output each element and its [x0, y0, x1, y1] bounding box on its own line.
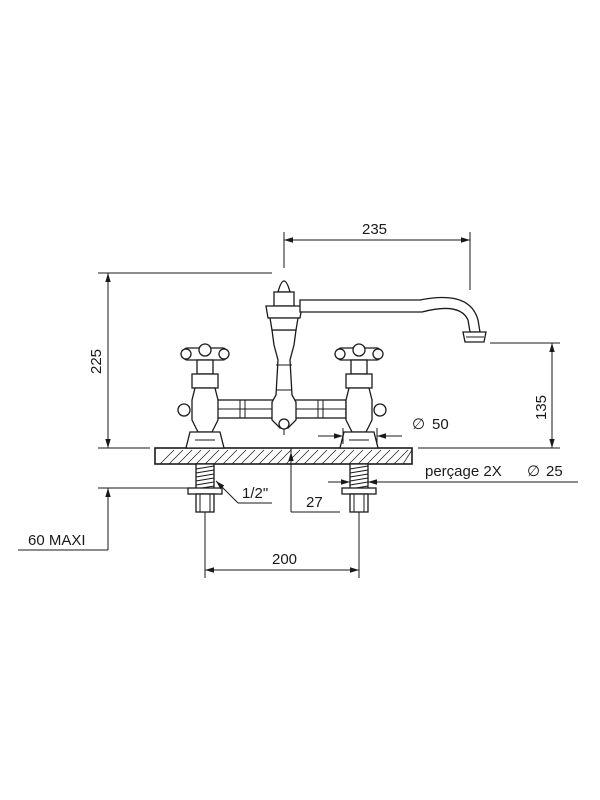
faucet-body [215, 280, 487, 435]
left-valve [177, 343, 230, 513]
offset-label: 27 [306, 494, 323, 511]
dimension-drilling: perçage 2X ∅ 25 [328, 463, 578, 485]
spout-reach-label: 235 [362, 221, 387, 238]
dimension-spout-height: 135 [418, 342, 560, 449]
base-diameter-symbol: ∅ [412, 416, 425, 433]
centers-label: 200 [272, 551, 297, 568]
drilling-label: perçage 2X [425, 463, 502, 480]
dimension-offset: 27 [288, 448, 340, 513]
total-height-label: 225 [88, 349, 105, 374]
drilling-diameter-symbol: ∅ [527, 463, 540, 480]
dimension-base-diameter: ∅ 50 [318, 416, 449, 444]
spout-height-label: 135 [533, 395, 550, 420]
thread-size-label: 1/2" [242, 485, 268, 502]
countertop-slab [154, 447, 413, 465]
dimension-total-height: 225 [88, 272, 272, 449]
max-deck-label: 60 MAXI [28, 532, 86, 549]
dimension-centers: 200 [204, 512, 360, 578]
dimension-max-deck: 60 MAXI [18, 487, 188, 551]
right-valve [334, 343, 387, 513]
dimension-spout-reach: 235 [283, 221, 471, 290]
drilling-diameter-value: 25 [546, 463, 563, 480]
base-diameter-value: 50 [432, 416, 449, 433]
thread-leader: 1/2" [215, 480, 272, 504]
